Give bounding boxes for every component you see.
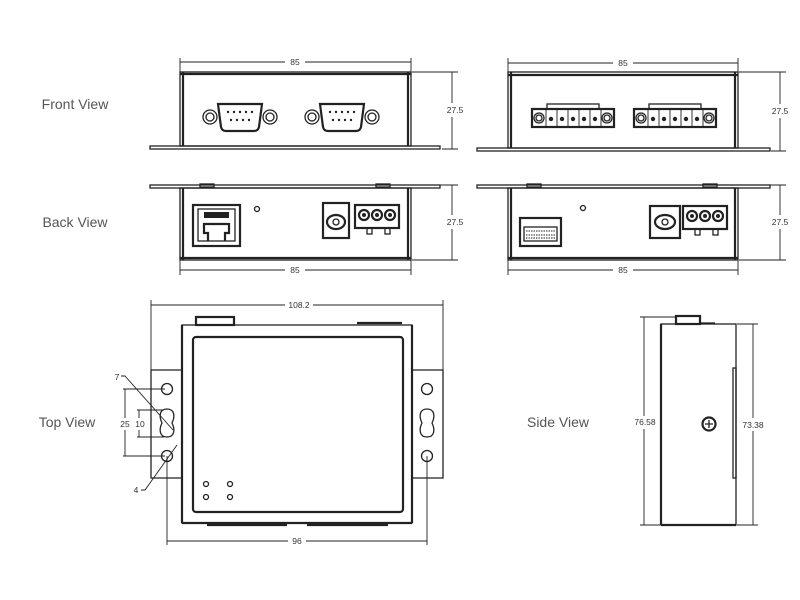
side-view: 76.58 73.38 — [634, 314, 764, 527]
side-view-label: Side View — [527, 414, 590, 430]
dim-slot-length: 10 — [135, 419, 145, 429]
dim-side-body-height: 73.38 — [742, 420, 764, 430]
power-terminal-block — [353, 203, 401, 236]
dim-front-left-height: 27.5 — [447, 105, 464, 115]
front-view-terminal: 85 27.5 — [476, 58, 789, 152]
db9-connector-2 — [303, 102, 381, 133]
back-view-sfp: 85 27.5 — [476, 183, 789, 275]
sfp-port — [518, 216, 563, 248]
dc-jack — [648, 204, 682, 240]
mounting-slot — [419, 408, 435, 438]
dc-jack — [321, 201, 351, 240]
front-view-label: Front View — [42, 96, 110, 112]
rj45-port — [191, 203, 242, 248]
screw-icon — [701, 416, 717, 432]
front-view-db9: 85 27.5 — [149, 57, 464, 150]
dim-back-right-height: 27.5 — [772, 217, 789, 227]
dim-front-left-width: 85 — [290, 57, 300, 67]
top-view: 108.2 25 10 7 4 96 — [115, 300, 444, 546]
power-terminal-block — [681, 204, 729, 237]
mounting-slot — [159, 408, 175, 438]
dim-back-left-width: 85 — [290, 265, 300, 275]
back-view-rj45: 85 27.5 — [149, 183, 464, 275]
mounting-hole — [420, 382, 434, 396]
dim-side-overall-height: 76.58 — [634, 417, 656, 427]
led-indicator — [579, 204, 587, 212]
terminal-block-1 — [530, 102, 616, 129]
dim-hole-pitch: 25 — [120, 419, 130, 429]
db9-connector-1 — [201, 102, 279, 133]
top-view-label: Top View — [39, 414, 96, 430]
dim-slot-width: 7 — [115, 372, 120, 382]
dim-front-right-height: 27.5 — [772, 106, 789, 116]
dim-top-overall-width: 108.2 — [288, 300, 310, 310]
dim-back-left-height: 27.5 — [447, 217, 464, 227]
terminal-block-2 — [632, 102, 718, 129]
dim-hole-spacing: 96 — [292, 536, 302, 546]
dim-front-right-width: 85 — [618, 58, 628, 68]
led-indicator — [253, 205, 261, 213]
status-leds — [202, 480, 234, 501]
dim-hole-diameter: 4 — [134, 485, 139, 495]
back-view-label: Back View — [42, 214, 108, 230]
dim-back-right-width: 85 — [618, 265, 628, 275]
